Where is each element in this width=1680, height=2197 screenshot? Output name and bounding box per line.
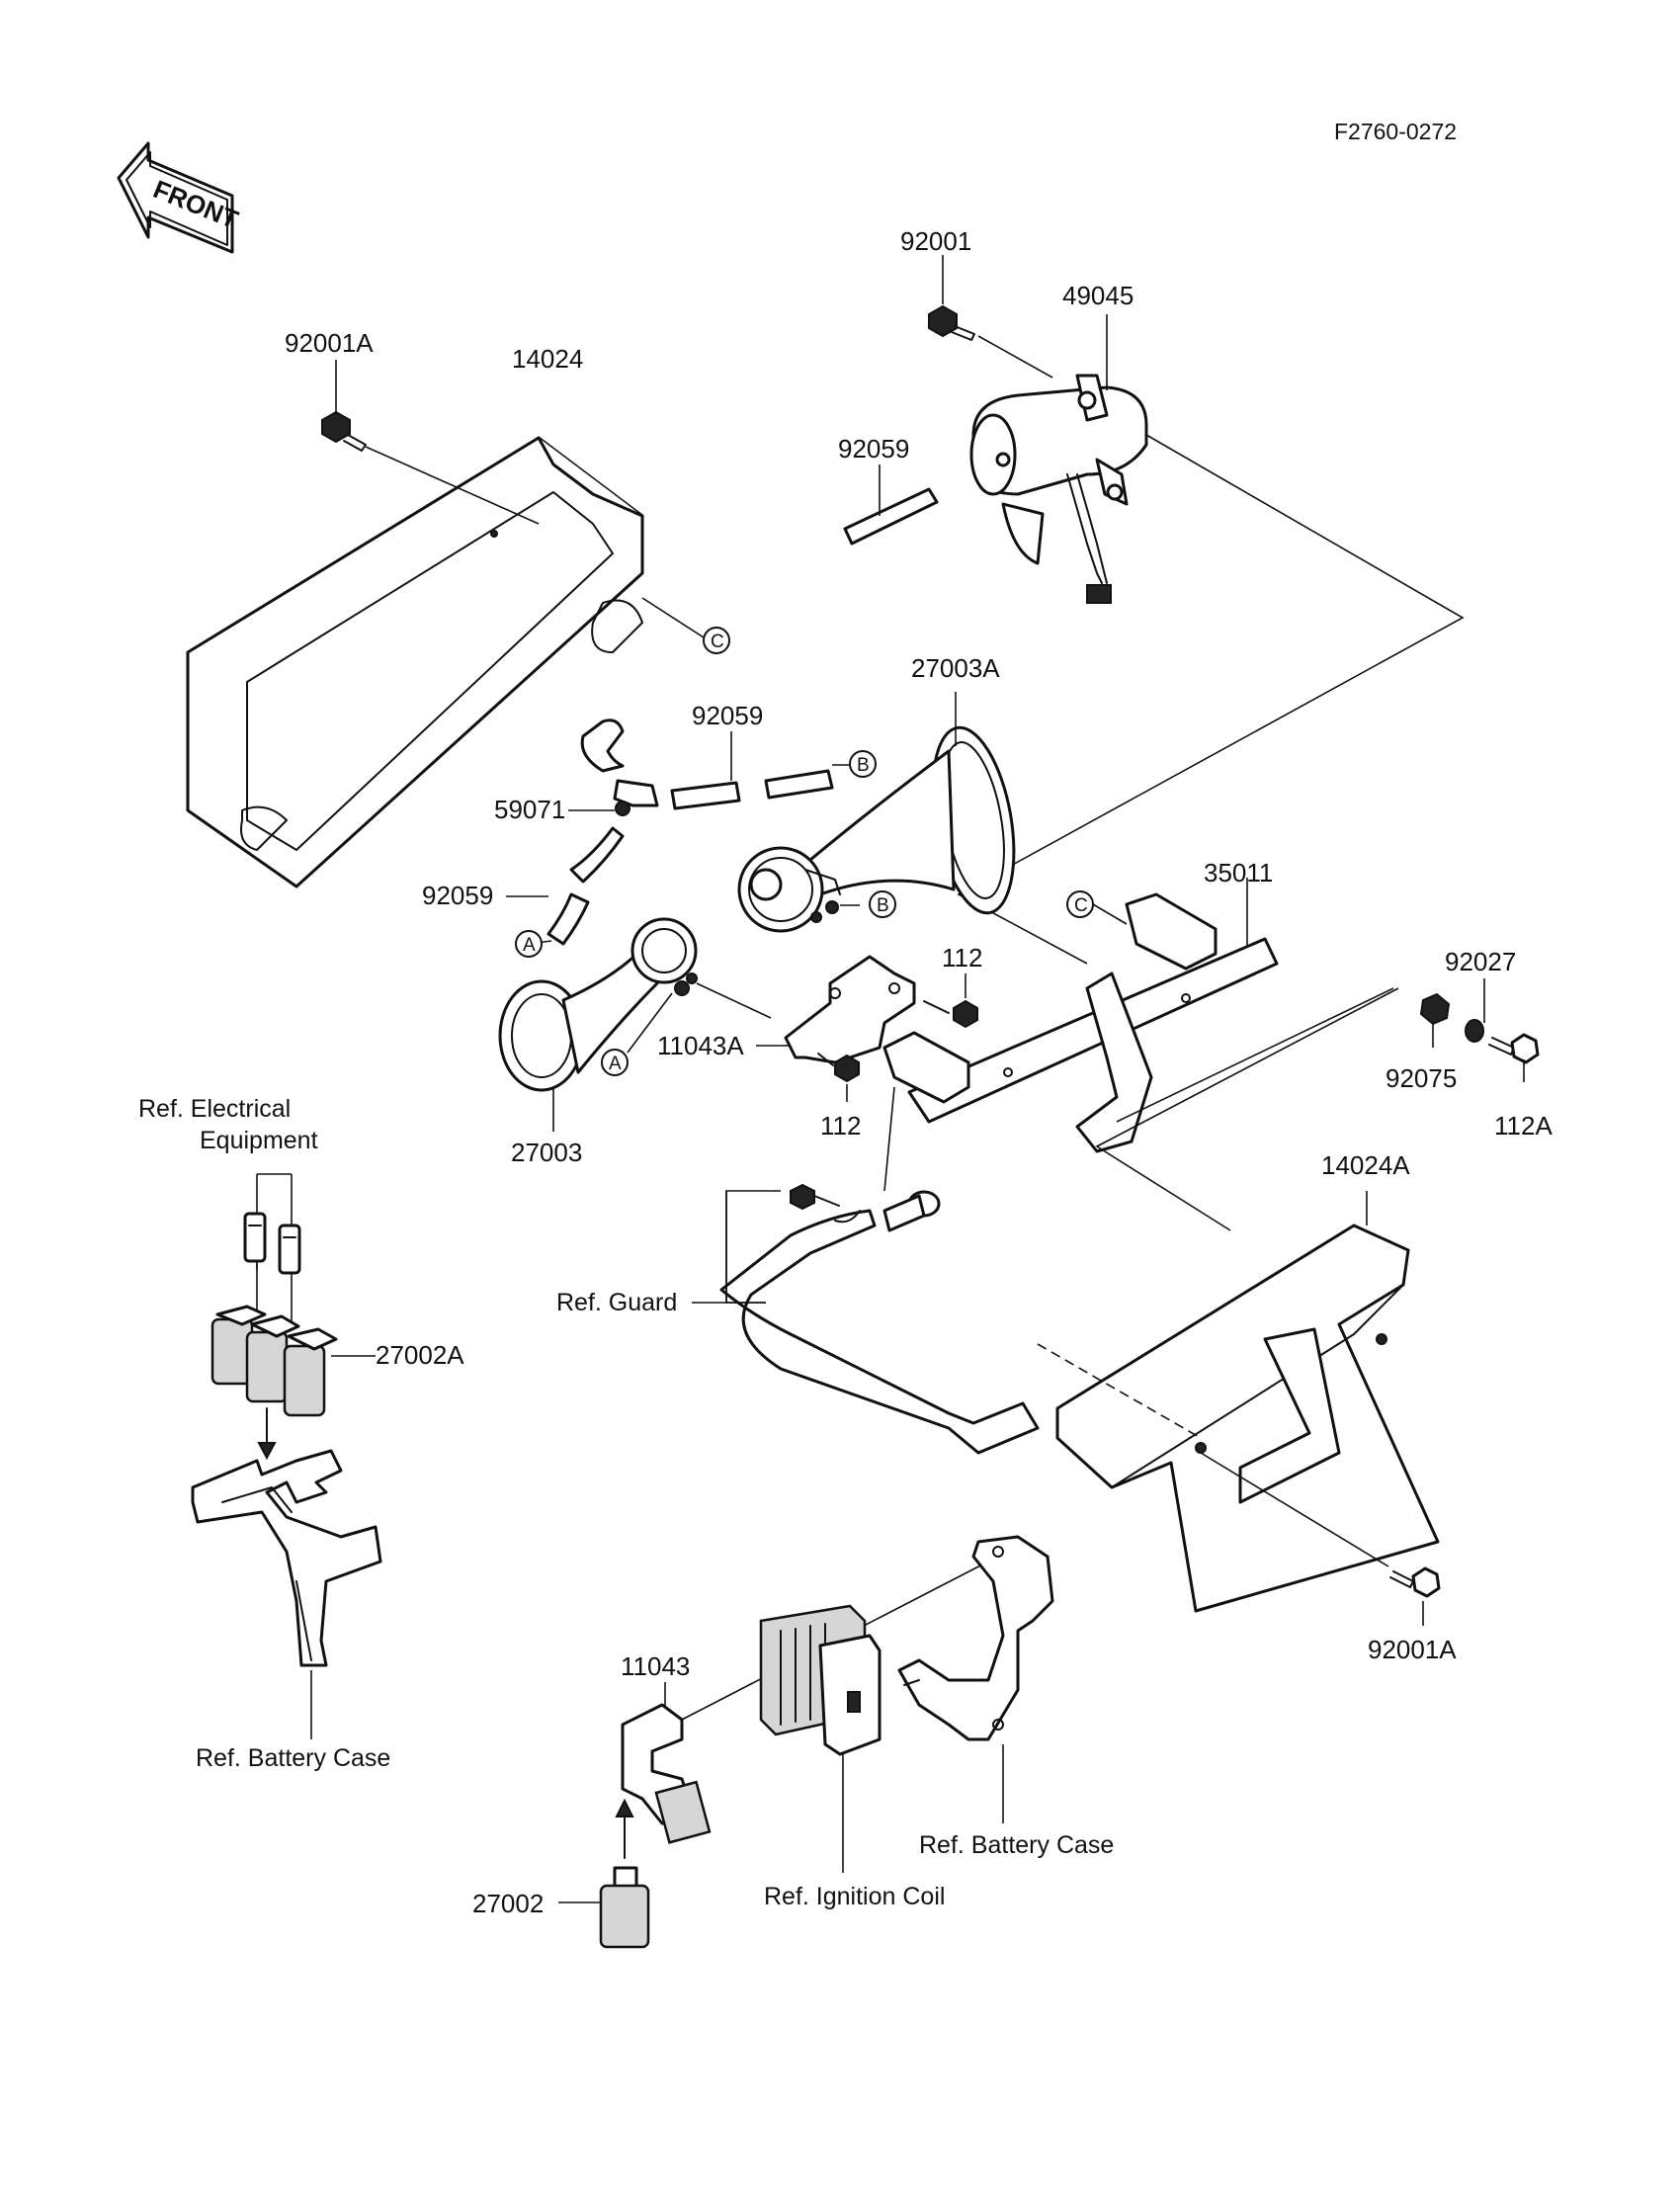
ref-guard: Ref. Guard: [556, 1289, 677, 1316]
bolt-112A: [1488, 1033, 1540, 1064]
label-92027: 92027: [1445, 947, 1516, 976]
label-112A: 112A: [1494, 1111, 1553, 1141]
ref-ignition-coil: Ref. Ignition Coil: [764, 1883, 945, 1910]
relay-27002A: [210, 1305, 338, 1417]
bolt-92001A-bottom: [1389, 1566, 1441, 1598]
cover-14024A: [1055, 1224, 1440, 1613]
cover-14024: [186, 436, 644, 888]
label-35011: 35011: [1204, 858, 1273, 887]
svg-text:C: C: [711, 632, 724, 652]
label-92001-top: 92001: [900, 226, 971, 256]
label-92001A-top: 92001A: [285, 328, 374, 358]
hose-elbow: [580, 718, 625, 773]
hose-92059-top: [843, 487, 939, 546]
bracket-35011: [882, 892, 1279, 1153]
battery-case-bracket-left: [191, 1449, 382, 1667]
marker-c-top: C: [703, 627, 730, 654]
horn-27003A: [737, 725, 1016, 933]
fuse-a: [243, 1212, 267, 1263]
bolt-112-a: [923, 999, 978, 1029]
marker-a-left: A: [515, 930, 543, 958]
marker-b-mid: B: [849, 750, 877, 778]
guard-rail: [719, 1183, 1040, 1455]
front-arrow-icon: FRONT: [117, 141, 242, 254]
svg-text:A: A: [609, 1054, 622, 1074]
label-14024: 14024: [512, 344, 583, 374]
label-11043A: 11043A: [657, 1031, 744, 1060]
label-112-a: 112: [942, 943, 982, 972]
label-92001A-bottom: 92001A: [1368, 1635, 1457, 1664]
label-14024A: 14024A: [1321, 1150, 1410, 1180]
t-joint-59071: [613, 779, 659, 816]
hose-92059-mid: [670, 769, 834, 810]
ref-electrical-line2: Equipment: [200, 1127, 318, 1154]
label-59071: 59071: [494, 795, 565, 824]
bracket-11043: [621, 1703, 712, 1844]
ref-electrical-line1: Ref. Electrical: [138, 1095, 291, 1123]
marker-c-bracket: C: [1066, 890, 1094, 918]
horn-valve-49045: [969, 374, 1148, 604]
relay-27002: [599, 1866, 650, 1949]
arrow-down-icon: [257, 1407, 277, 1461]
hose-92059-low: [546, 826, 625, 946]
horn-27003: [498, 917, 698, 1092]
battery-case-bracket-right: [897, 1535, 1054, 1741]
washer-92027: [1465, 1019, 1484, 1043]
svg-text:B: B: [877, 895, 889, 916]
label-27003: 27003: [511, 1138, 582, 1167]
marker-b-horn: B: [869, 890, 896, 918]
label-11043: 11043: [621, 1651, 690, 1681]
ref-battery-case-right: Ref. Battery Case: [919, 1831, 1114, 1859]
bolt-112-b: [817, 1053, 860, 1083]
label-92059-mid: 92059: [692, 701, 763, 730]
label-92075: 92075: [1386, 1063, 1457, 1093]
diagram-code: F2760-0272: [1334, 119, 1457, 144]
svg-text:B: B: [857, 755, 870, 776]
marker-a-horn: A: [601, 1049, 629, 1076]
svg-text:A: A: [523, 935, 536, 956]
label-92059-low: 92059: [422, 881, 493, 910]
label-112-b: 112: [820, 1111, 861, 1141]
arrow-up-icon: [615, 1798, 634, 1859]
label-92059-top: 92059: [838, 434, 909, 464]
label-27003A: 27003A: [911, 653, 1000, 683]
label-49045: 49045: [1062, 281, 1134, 310]
ref-battery-case-left: Ref. Battery Case: [196, 1744, 390, 1772]
fuse-b: [278, 1224, 301, 1275]
bracket-11043A: [784, 955, 916, 1064]
bolt-92001A-top: [321, 410, 367, 452]
label-27002A: 27002A: [376, 1340, 464, 1370]
label-27002: 27002: [472, 1889, 544, 1918]
ignition-coil-unit: [759, 1604, 882, 1756]
nut-92075: [1419, 992, 1451, 1026]
bolt-92001-top: [928, 304, 975, 341]
svg-text:C: C: [1074, 895, 1088, 916]
